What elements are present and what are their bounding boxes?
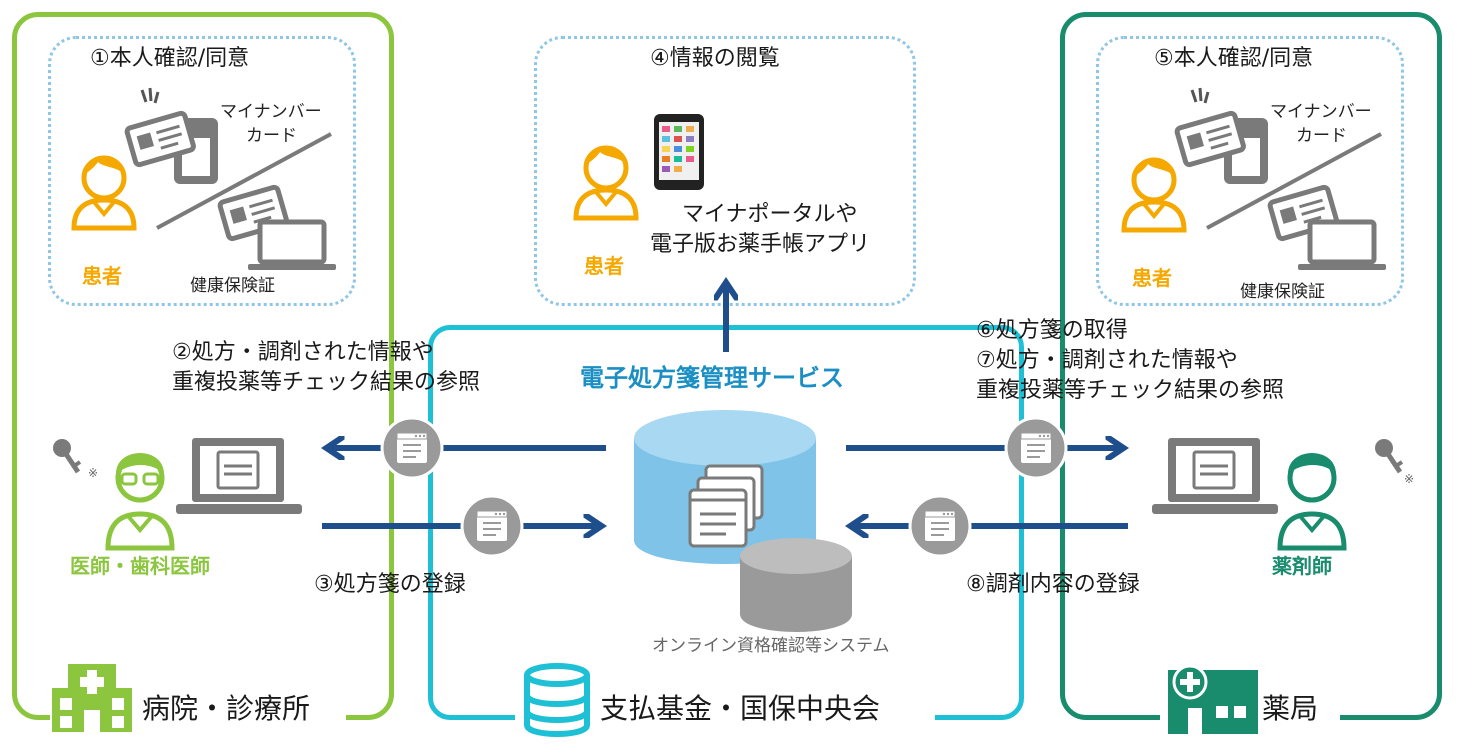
pharmacy-divider-line — [1206, 132, 1382, 230]
insurance-label: 健康保険証 — [190, 276, 275, 296]
doc-circle-icon-2 — [380, 416, 444, 480]
pharmacy-card-label-line2: カード — [1296, 126, 1347, 146]
pharmacist-laptop-icon — [1152, 438, 1278, 514]
database-stack-icon — [524, 663, 590, 737]
pharmacy-footer-label: 薬局 — [1262, 692, 1319, 725]
patient-label: 患者 — [82, 264, 122, 288]
step5-label: ⑤本人確認/同意 — [1154, 46, 1314, 71]
hospital-building-icon — [52, 664, 132, 732]
online-system-database-icon — [740, 538, 852, 632]
pharmacy-card-label-line1: マイナンバー — [1270, 102, 1372, 122]
service-title: 電子処方箋管理サービス — [580, 364, 844, 392]
smartphone-icon — [654, 114, 704, 190]
doctor-label: 医師・歯科医師 — [70, 554, 210, 578]
doctor-key-icon — [53, 439, 82, 474]
laptop-icon — [248, 219, 336, 270]
signal-lines-icon — [140, 87, 160, 104]
doc-circle-icon-3 — [460, 494, 524, 558]
stacked-documents-icon — [688, 464, 764, 548]
pharmacy-patient-label: 患者 — [1132, 266, 1172, 290]
pharmacist-icon — [1277, 453, 1347, 551]
card-label-line2: カード — [246, 126, 297, 146]
fund-footer-label: 支払基金・国保中央会 — [600, 692, 881, 725]
portal-patient-label: 患者 — [584, 254, 624, 278]
pharmacy-signal-lines-icon — [1190, 87, 1210, 104]
doc-circle-icon-8 — [908, 494, 972, 558]
step2-line2: 重複投薬等チェック結果の参照 — [172, 370, 481, 395]
pharmacist-note-mark: ※ — [1404, 472, 1415, 486]
portal-app-line2: 電子版お薬手帳アプリ — [650, 232, 871, 257]
pharmacy-building-icon — [1168, 664, 1258, 734]
pharmacy-consent-laptop-icon — [1298, 219, 1386, 270]
pharmacy-insurance-label: 健康保険証 — [1240, 282, 1325, 302]
doctor-note-mark: ※ — [88, 466, 99, 480]
doctor-icon — [105, 453, 175, 551]
pharmacist-label: 薬剤師 — [1272, 554, 1332, 578]
step4-label: ④情報の閲覧 — [650, 46, 780, 71]
doc-circle-icon-6 — [1004, 416, 1068, 480]
portal-app-line1: マイナポータルや — [682, 202, 858, 227]
card-label-line1: マイナンバー — [220, 102, 322, 122]
step8-label: ⑧調剤内容の登録 — [966, 572, 1140, 597]
pharmacist-key-icon — [1375, 439, 1404, 474]
divider-line — [156, 132, 332, 230]
online-system-label: オンライン資格確認等システム — [652, 636, 890, 656]
step7-line1: ⑦処方・調剤された情報や — [976, 348, 1238, 373]
step7-line2: 重複投薬等チェック結果の参照 — [976, 378, 1285, 403]
step2-line1: ②処方・調剤された情報や — [172, 340, 434, 365]
hospital-footer-label: 病院・診療所 — [142, 692, 311, 725]
doctor-laptop-icon — [176, 438, 302, 514]
step6-label: ⑥処方箋の取得 — [976, 318, 1128, 343]
step3-label: ③処方箋の登録 — [314, 572, 466, 597]
step1-label: ①本人確認/同意 — [90, 46, 250, 71]
